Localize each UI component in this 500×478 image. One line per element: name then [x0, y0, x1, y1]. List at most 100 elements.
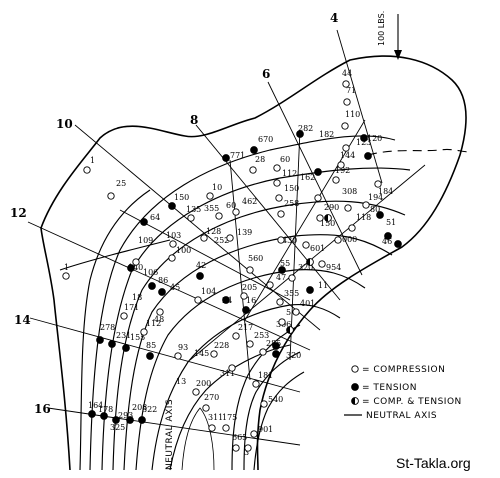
trajectory-neck [59, 239, 171, 271]
legend: = COMPRESSION = TENSION = COMP. & TENSIO… [344, 365, 462, 421]
stress-value: 181 [258, 371, 273, 380]
compression-node [342, 80, 350, 88]
legend-tension-swatch [351, 383, 359, 391]
stress-value: 44 [342, 69, 352, 78]
tension-node [158, 288, 166, 296]
trajectory-5 [135, 269, 366, 471]
tension-node [306, 286, 314, 294]
stress-value: 182 [319, 130, 334, 139]
compression-node [240, 292, 248, 300]
trajectory-4 [123, 234, 393, 471]
stress-value: 139 [237, 228, 252, 237]
stress-value: 208 [132, 403, 147, 412]
stress-value: 000 [342, 235, 357, 244]
compression-node [273, 179, 281, 187]
stress-value: 560 [248, 254, 263, 263]
stress-value: 71 [346, 86, 356, 95]
stress-value: 140 [128, 263, 143, 272]
stress-value: 144 [340, 151, 355, 160]
section-label-16: 16 [34, 402, 51, 416]
stress-value: 290 [324, 203, 339, 212]
stress-value: 320 [298, 263, 313, 272]
section-label-12: 12 [10, 206, 27, 220]
stress-value: 145 [194, 349, 209, 358]
stress-value: 282 [298, 124, 313, 133]
tension-node [278, 266, 286, 274]
tension-node [126, 416, 134, 424]
tension-node [364, 152, 372, 160]
stress-value: 270 [204, 393, 219, 402]
stress-value: 258 [284, 199, 299, 208]
compression-node [200, 234, 208, 242]
stress-curves [59, 135, 411, 471]
stress-value: 665 [232, 433, 247, 442]
tension-node [168, 202, 176, 210]
tension-node [394, 240, 402, 248]
stress-value: 205 [242, 283, 257, 292]
compression-node [342, 144, 350, 152]
trajectory-3 [112, 200, 406, 471]
bone-outline [40, 55, 467, 471]
stress-value: 540 [268, 395, 283, 404]
compression-node [316, 214, 324, 222]
stress-value: 100 [176, 246, 191, 255]
stress-value: 178 [98, 405, 113, 414]
section-label-8: 8 [190, 113, 198, 127]
tension-node [384, 232, 392, 240]
stress-value: 194 [368, 193, 383, 202]
stress-value: 1 [90, 156, 95, 165]
tension-node [272, 342, 280, 350]
stress-value: 162 [300, 173, 315, 182]
compression-node [202, 404, 210, 412]
stress-value: 311 [220, 369, 235, 378]
section-label-14: 14 [14, 313, 31, 327]
tension-node [96, 336, 104, 344]
stress-value: 231 [116, 331, 131, 340]
compression-node [318, 260, 326, 268]
compression-node [208, 424, 216, 432]
trajectory-10 [253, 371, 305, 471]
stress-value: 601 [310, 244, 325, 253]
stress-value: 51 [386, 218, 396, 227]
compression-node [174, 352, 182, 360]
stress-value: 670 [258, 135, 273, 144]
compression-node [337, 161, 345, 169]
stress-value: 278 [100, 323, 115, 332]
section-label-6: 6 [262, 67, 270, 81]
stress-value: 16 [246, 296, 256, 305]
stress-value: 85 [146, 341, 156, 350]
compression-node [246, 340, 254, 348]
stress-value: 355 [284, 289, 299, 298]
stress-value: 10 [212, 183, 222, 192]
tension-node [360, 134, 368, 142]
tension-node [122, 344, 130, 352]
legend-mixed-label: = COMP. & TENSION [362, 397, 462, 407]
compression-node [334, 236, 342, 244]
compression-node [276, 298, 284, 306]
stress-value: 112 [282, 169, 297, 178]
load-arrow [394, 14, 402, 60]
compression-node [252, 380, 260, 388]
stress-value: 45 [170, 283, 180, 292]
stress-value: 3 [244, 448, 249, 457]
stress-value: 200 [196, 379, 211, 388]
tension-node [376, 211, 384, 219]
tension-node [138, 416, 146, 424]
stress-value: 150 [174, 193, 189, 202]
compression-node [132, 258, 140, 266]
tension-node [148, 282, 156, 290]
compression-node [120, 312, 128, 320]
stress-value: 954 [326, 263, 341, 272]
neutral-axis-label: NEUTRAL AXIS [165, 399, 175, 470]
legend-tension-label: = TENSION [362, 383, 417, 393]
legend-compression-swatch [351, 365, 359, 373]
legend-compression-label: = COMPRESSION [362, 365, 445, 375]
compression-node [232, 444, 240, 452]
stress-value: 5 [286, 308, 291, 317]
stress-value: 60 [280, 155, 290, 164]
stress-value: 293 [118, 411, 133, 420]
stress-value: 103 [166, 231, 181, 240]
compression-node [192, 388, 200, 396]
compression-node [332, 176, 340, 184]
